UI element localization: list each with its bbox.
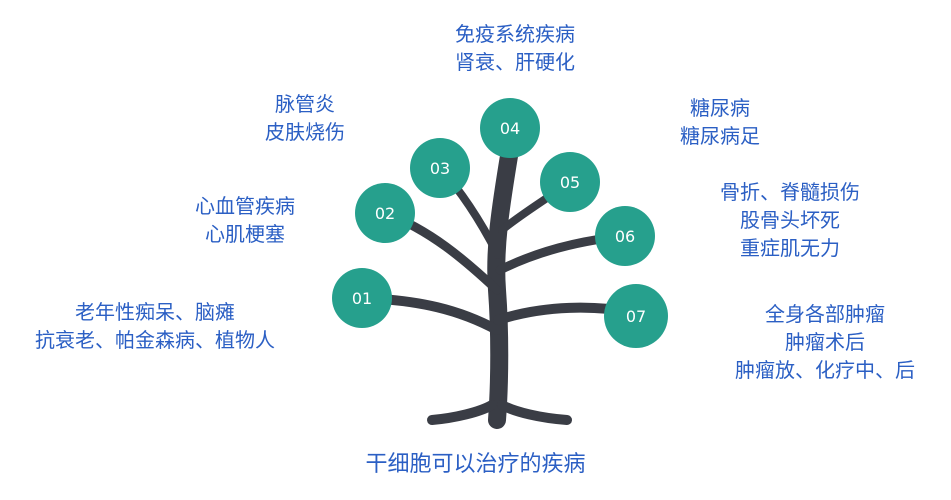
node-number: 03 xyxy=(430,159,450,178)
diseases-05: 糖尿病糖尿病足 xyxy=(655,94,785,150)
node-number: 07 xyxy=(626,307,646,326)
disease-line: 免疫系统疾病 xyxy=(455,22,575,46)
node-circle xyxy=(332,268,392,328)
disease-line: 肿瘤放、化疗中、后 xyxy=(735,358,915,382)
node-circle xyxy=(604,284,668,348)
node-circle xyxy=(540,152,600,212)
disease-line: 全身各部肿瘤 xyxy=(765,302,885,326)
disease-line: 重症肌无力 xyxy=(740,236,840,260)
diseases-01: 老年性痴呆、脑瘫抗衰老、帕金森病、植物人 xyxy=(20,298,290,354)
node-circle xyxy=(410,138,470,198)
diseases-04: 免疫系统疾病肾衰、肝硬化 xyxy=(430,20,600,76)
disease-line: 股骨头坏死 xyxy=(740,208,840,232)
node-06: 06 xyxy=(595,206,655,266)
disease-line: 抗衰老、帕金森病、植物人 xyxy=(35,328,275,352)
node-circle xyxy=(480,98,540,158)
disease-line: 糖尿病足 xyxy=(680,124,760,148)
node-circle xyxy=(355,183,415,243)
disease-line: 心肌梗塞 xyxy=(205,222,285,246)
diseases-02: 心血管疾病心肌梗塞 xyxy=(170,192,320,248)
node-number: 02 xyxy=(375,204,395,223)
node-07: 07 xyxy=(604,284,668,348)
disease-line: 脉管炎 xyxy=(275,92,335,116)
diseases-07: 全身各部肿瘤肿瘤术后肿瘤放、化疗中、后 xyxy=(710,300,940,384)
node-circle xyxy=(595,206,655,266)
disease-line: 骨折、脊髓损伤 xyxy=(720,180,860,204)
node-number: 06 xyxy=(615,227,635,246)
node-number: 04 xyxy=(500,119,520,138)
nodes-layer: 01 02 03 04 05 06 07 xyxy=(332,98,668,348)
node-04: 04 xyxy=(480,98,540,158)
disease-line: 心血管疾病 xyxy=(195,194,295,218)
trunk xyxy=(487,141,519,429)
disease-line: 肾衰、肝硬化 xyxy=(455,50,575,74)
node-01: 01 xyxy=(332,268,392,328)
diseases-06: 骨折、脊髓损伤股骨头坏死重症肌无力 xyxy=(695,178,885,262)
diagram-caption: 干细胞可以治疗的疾病 xyxy=(365,452,586,477)
node-number: 01 xyxy=(352,289,372,308)
disease-line: 肿瘤术后 xyxy=(785,330,865,354)
root-left xyxy=(427,400,497,425)
disease-line: 老年性痴呆、脑瘫 xyxy=(75,300,235,324)
tree-trunk xyxy=(357,141,641,429)
node-05: 05 xyxy=(540,152,600,212)
node-02: 02 xyxy=(355,183,415,243)
diseases-03: 脉管炎皮肤烧伤 xyxy=(240,90,370,146)
disease-line: 皮肤烧伤 xyxy=(265,120,345,144)
disease-line: 糖尿病 xyxy=(690,96,750,120)
node-number: 05 xyxy=(560,173,580,192)
root-right xyxy=(497,400,572,425)
node-03: 03 xyxy=(410,138,470,198)
